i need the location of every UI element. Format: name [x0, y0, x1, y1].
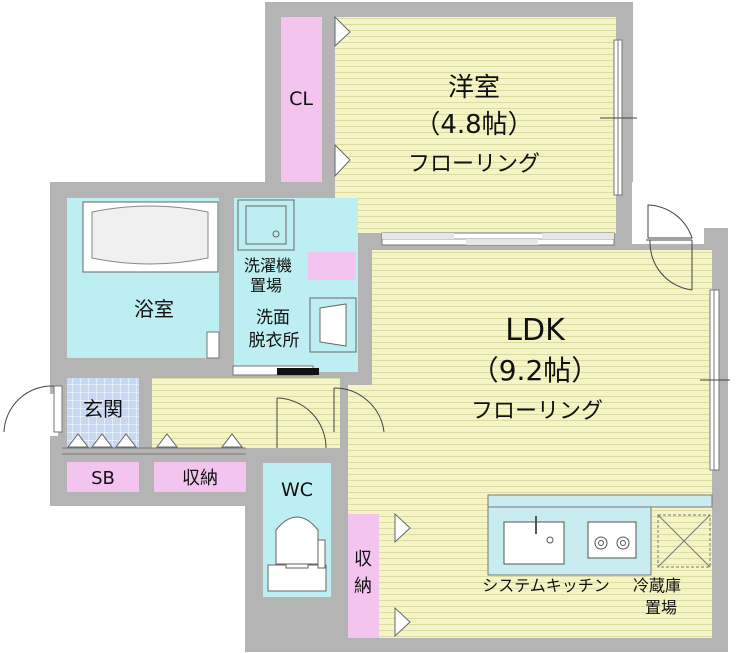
ldk-storage-door [394, 606, 411, 638]
ldk-storage-door [394, 512, 411, 544]
closet [281, 17, 322, 182]
sliding-door [381, 232, 615, 246]
shoebox [67, 462, 139, 492]
washer-label-2: 置場 [250, 276, 282, 295]
sink [503, 521, 565, 565]
ldk-floor-label: フローリング [471, 399, 603, 424]
ldk-name: LDK [505, 313, 566, 348]
corridor-floor [152, 378, 340, 448]
western-room-floor-label: フローリング [408, 152, 540, 177]
closet-label: CL [289, 88, 313, 110]
hall-storage [154, 462, 246, 492]
toilet-tank [267, 564, 327, 592]
entrance-door-frame [6, 394, 58, 436]
bathroom-label: 浴室 [134, 297, 174, 321]
kitchen-label: システムキッチン [482, 576, 610, 595]
washroom-cabinet [308, 252, 356, 280]
balcony-door [632, 182, 704, 291]
fridge-space [657, 514, 711, 568]
toilet-bowl [275, 516, 319, 565]
ldk-storage-label-2: 納 [354, 576, 372, 597]
western-room-size: （4.8帖） [414, 110, 533, 140]
ldk-storage-label: 収 [354, 549, 372, 570]
wc-label: WC [281, 479, 313, 501]
washer-space [237, 199, 295, 251]
washroom-label-2: 脱衣所 [249, 331, 300, 351]
washroom-label: 洗面 [256, 308, 290, 328]
closet-door [334, 143, 351, 178]
shoebox-label: SB [91, 468, 115, 489]
western-room-floor [335, 17, 616, 233]
stove [587, 521, 637, 559]
kitchen-counter [487, 494, 713, 508]
bathroom-door [206, 331, 220, 359]
fridge-label-2: 置場 [645, 598, 677, 617]
ldk-storage [348, 514, 379, 638]
hall-storage-label: 収納 [182, 468, 218, 489]
closet-door [334, 15, 351, 48]
entrance-label: 玄関 [83, 397, 123, 421]
fridge-label: 冷蔵庫 [633, 576, 681, 595]
washer-label: 洗濯機 [244, 256, 292, 275]
ldk-size: （9.2帖） [471, 354, 600, 387]
western-room-name: 洋室 [448, 73, 500, 103]
storage-doors [66, 433, 244, 448]
